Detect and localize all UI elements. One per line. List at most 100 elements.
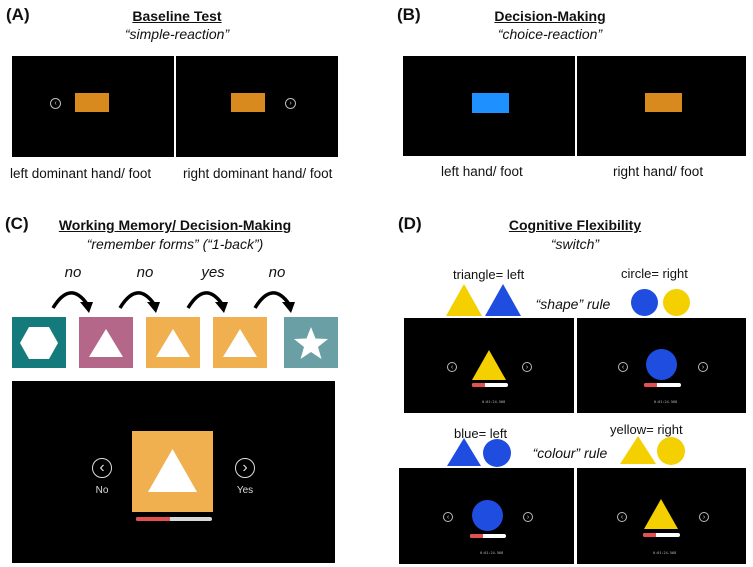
chevron-right-icon: › — [698, 362, 708, 372]
panel-a-screen-right: › — [176, 56, 338, 157]
panel-a-label: (A) — [6, 5, 30, 24]
shape-rule-screen-left: ‹ 0:01:24.568 › — [404, 318, 574, 413]
blue-circle-icon — [483, 439, 511, 467]
timer-text: 0:01:24.568 — [480, 551, 504, 555]
chevron-left-icon: ‹ — [617, 512, 627, 522]
tile-triangle-2 — [146, 317, 200, 368]
progress-bar-fill — [470, 534, 483, 538]
stimulus-rectangle — [231, 93, 265, 112]
blue-circle-icon — [631, 289, 658, 316]
stimulus-tile — [132, 431, 213, 512]
triangle-icon — [156, 328, 190, 357]
shape-rule-triangles — [446, 284, 521, 316]
panel-d-title: Cognitive Flexibility — [508, 217, 642, 233]
triangle-icon — [89, 328, 123, 357]
panel-a-caption-right: right dominant hand/ foot — [183, 166, 333, 181]
chevron-right-icon: › — [235, 458, 255, 478]
yellow-triangle-icon — [644, 499, 678, 529]
blue-circle-icon — [472, 500, 503, 531]
progress-bar-fill — [644, 383, 657, 387]
panel-b-caption-left: left hand/ foot — [441, 164, 523, 179]
panel-a-screen-left: ‹ — [12, 56, 174, 157]
progress-bar-fill — [136, 517, 171, 521]
panel-d-label: (D) — [398, 214, 422, 233]
triangle-icon — [148, 449, 197, 492]
stimulus-rectangle-orange — [645, 93, 682, 112]
panel-a-caption-left: left dominant hand/ foot — [10, 166, 152, 181]
timer-text: 0:01:24.568 — [654, 400, 678, 404]
panel-c-label: (C) — [5, 214, 29, 233]
answer-word-4: no — [268, 264, 286, 281]
arrowhead-icon — [215, 302, 228, 313]
blue-triangle-icon — [485, 284, 521, 316]
panel-c-screen: ‹ No › Yes — [12, 381, 335, 563]
panel-a-subtitle: “simple-reaction” — [124, 26, 230, 42]
blue-circle-icon — [646, 349, 677, 380]
arrowhead-icon — [147, 302, 160, 313]
progress-bar-fill — [643, 533, 656, 537]
chevron-left-icon: ‹ — [447, 362, 457, 372]
panel-c-subtitle: “remember forms” (“1-back”) — [86, 236, 264, 252]
progress-bar — [470, 534, 506, 538]
answer-word-3: yes — [201, 264, 225, 281]
stimulus-rectangle-blue — [472, 93, 509, 113]
panel-b-subtitle: “choice-reaction” — [497, 26, 603, 42]
progress-bar-fill — [472, 383, 485, 387]
arrowhead-icon — [282, 302, 295, 313]
chevron-left-icon: ‹ — [92, 458, 112, 478]
yellow-triangle-icon — [620, 436, 656, 464]
colour-rule-name: “colour” rule — [532, 445, 608, 461]
curved-arrow-icon — [253, 291, 291, 309]
panel-b-title: Decision-Making — [494, 8, 606, 24]
chevron-left-icon: ‹ — [618, 362, 628, 372]
colour-rule-left-label: blue= left — [454, 426, 508, 441]
yellow-circle-icon — [657, 437, 685, 465]
panel-d-subtitle: “switch” — [550, 236, 600, 252]
chevron-right-icon: › — [285, 98, 296, 109]
curved-arrow-icon — [186, 291, 224, 309]
colour-rule-screen-right: ‹ 0:01:24.568 › — [577, 468, 746, 564]
panel-b-screen-left — [403, 56, 575, 156]
timer-text: 0:01:24.568 — [482, 400, 506, 404]
panel-b-caption-right: right hand/ foot — [613, 164, 704, 179]
curved-arrow-icon — [51, 291, 89, 309]
chevron-right-icon: › — [522, 362, 532, 372]
shape-rule-left-label: triangle= left — [453, 267, 525, 282]
panel-b-screen-right — [577, 56, 746, 156]
hexagon-icon — [20, 326, 58, 359]
panel-a-title: Baseline Test — [132, 8, 222, 24]
panel-c-title: Working Memory/ Decision-Making — [58, 217, 292, 233]
answer-word-2: no — [136, 264, 154, 281]
tile-hexagon — [12, 317, 66, 368]
colour-rule-right-label: yellow= right — [610, 422, 683, 437]
tile-triangle-1 — [79, 317, 133, 368]
stimulus-rectangle — [75, 93, 109, 112]
shape-rule-name: “shape” rule — [535, 296, 611, 312]
yes-label: Yes — [236, 485, 254, 496]
shape-rule-right-label: circle= right — [621, 266, 688, 281]
triangle-icon — [223, 328, 257, 357]
progress-bar — [136, 517, 212, 521]
tile-triangle-3 — [213, 317, 267, 368]
progress-bar — [644, 383, 681, 387]
no-label: No — [95, 485, 109, 496]
chevron-right-icon: › — [699, 512, 709, 522]
chevron-right-icon: › — [523, 512, 533, 522]
chevron-left-icon: ‹ — [50, 98, 61, 109]
shape-rule-screen-right: ‹ 0:01:24.568 › — [577, 318, 746, 413]
yellow-triangle-icon — [446, 284, 482, 316]
answer-word-1: no — [64, 264, 82, 281]
curved-arrow-icon — [118, 291, 156, 309]
yellow-triangle-icon — [472, 350, 506, 380]
blue-triangle-icon — [447, 438, 481, 466]
chevron-left-icon: ‹ — [443, 512, 453, 522]
tile-star — [284, 317, 338, 368]
panel-b-label: (B) — [397, 5, 421, 24]
yellow-circle-icon — [663, 289, 690, 316]
star-icon — [294, 326, 328, 359]
progress-bar — [643, 533, 680, 537]
progress-bar — [472, 383, 508, 387]
arrowhead-icon — [80, 302, 93, 313]
timer-text: 0:01:24.568 — [653, 551, 677, 555]
curved-arrows — [51, 291, 295, 313]
